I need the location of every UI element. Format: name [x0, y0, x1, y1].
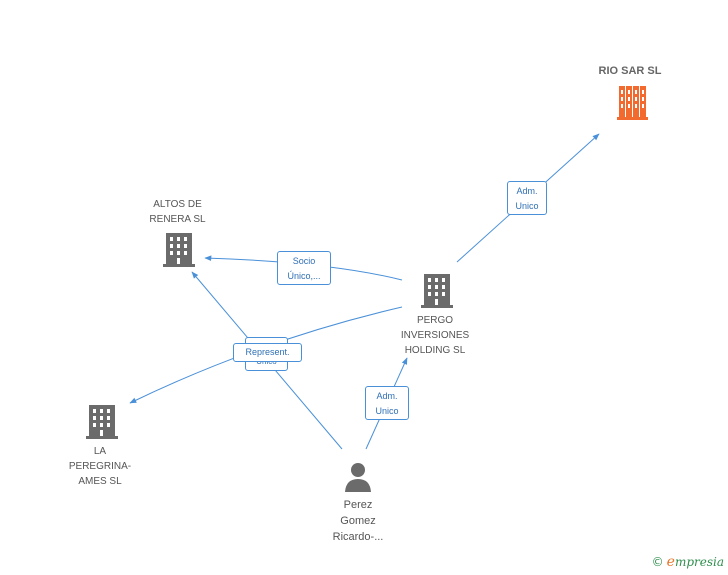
node-label-altos-de-renera[interactable]: ALTOS DE RENERA SL	[149, 199, 206, 225]
edge-label-perez-pergo: Adm. Unico	[365, 386, 409, 420]
edge-label-perez-represent: Represent.	[233, 343, 302, 362]
building-icon-pergo[interactable]	[421, 274, 453, 308]
empresia-brand[interactable]: ©empresia	[652, 554, 724, 570]
node-label-pergo[interactable]: PERGO INVERSIONES HOLDING SL	[400, 315, 470, 356]
building-icon-altos-de-renera[interactable]	[163, 233, 195, 267]
brand-initial: e	[666, 554, 675, 570]
building-icon-rio-sar[interactable]	[617, 86, 648, 120]
copyright-symbol: ©	[651, 555, 664, 569]
node-label-la-peregrina[interactable]: LA PEREGRINA- AMES SL	[68, 446, 132, 487]
brand-name: mpresia	[674, 555, 724, 569]
node-label-perez[interactable]: Perez Gomez Ricardo-...	[332, 499, 384, 543]
edge-label-pergo-rio-sar: Adm. Unico	[507, 181, 547, 215]
node-label-rio-sar[interactable]: RIO SAR SL	[598, 65, 662, 77]
edge-label-pergo-altos: Socio Único,...	[277, 251, 331, 285]
building-icon-la-peregrina[interactable]	[86, 405, 118, 439]
person-icon-perez[interactable]	[345, 463, 371, 492]
